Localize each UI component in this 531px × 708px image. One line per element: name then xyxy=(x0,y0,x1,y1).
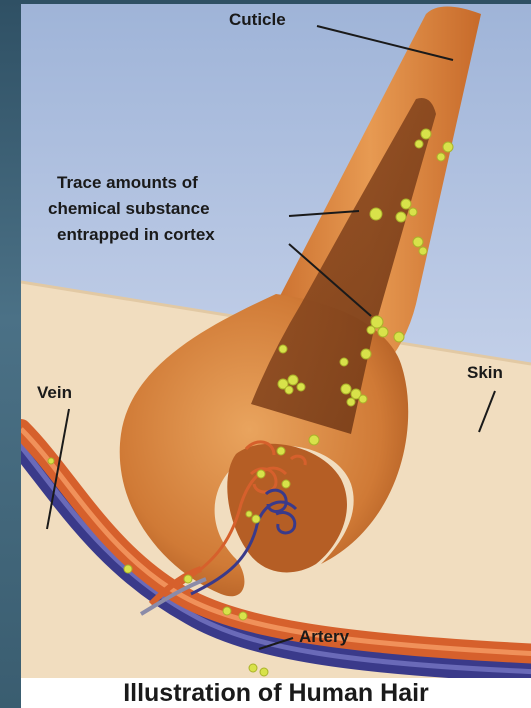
label-artery: Artery xyxy=(299,627,350,646)
label-trace-line-3: entrapped in cortex xyxy=(57,225,215,244)
label-trace-line-1: Trace amounts of xyxy=(57,173,198,192)
caption-title: Illustration of Human Hair xyxy=(123,679,429,708)
caption-bar: Illustration of Human Hair xyxy=(21,678,531,708)
label-skin: Skin xyxy=(467,363,503,382)
label-cuticle: Cuticle xyxy=(229,10,286,29)
label-vein: Vein xyxy=(37,383,72,402)
label-trace-line-2: chemical substance xyxy=(48,199,210,218)
hair-illustration: Cuticle Trace amounts of chemical substa… xyxy=(21,4,531,678)
